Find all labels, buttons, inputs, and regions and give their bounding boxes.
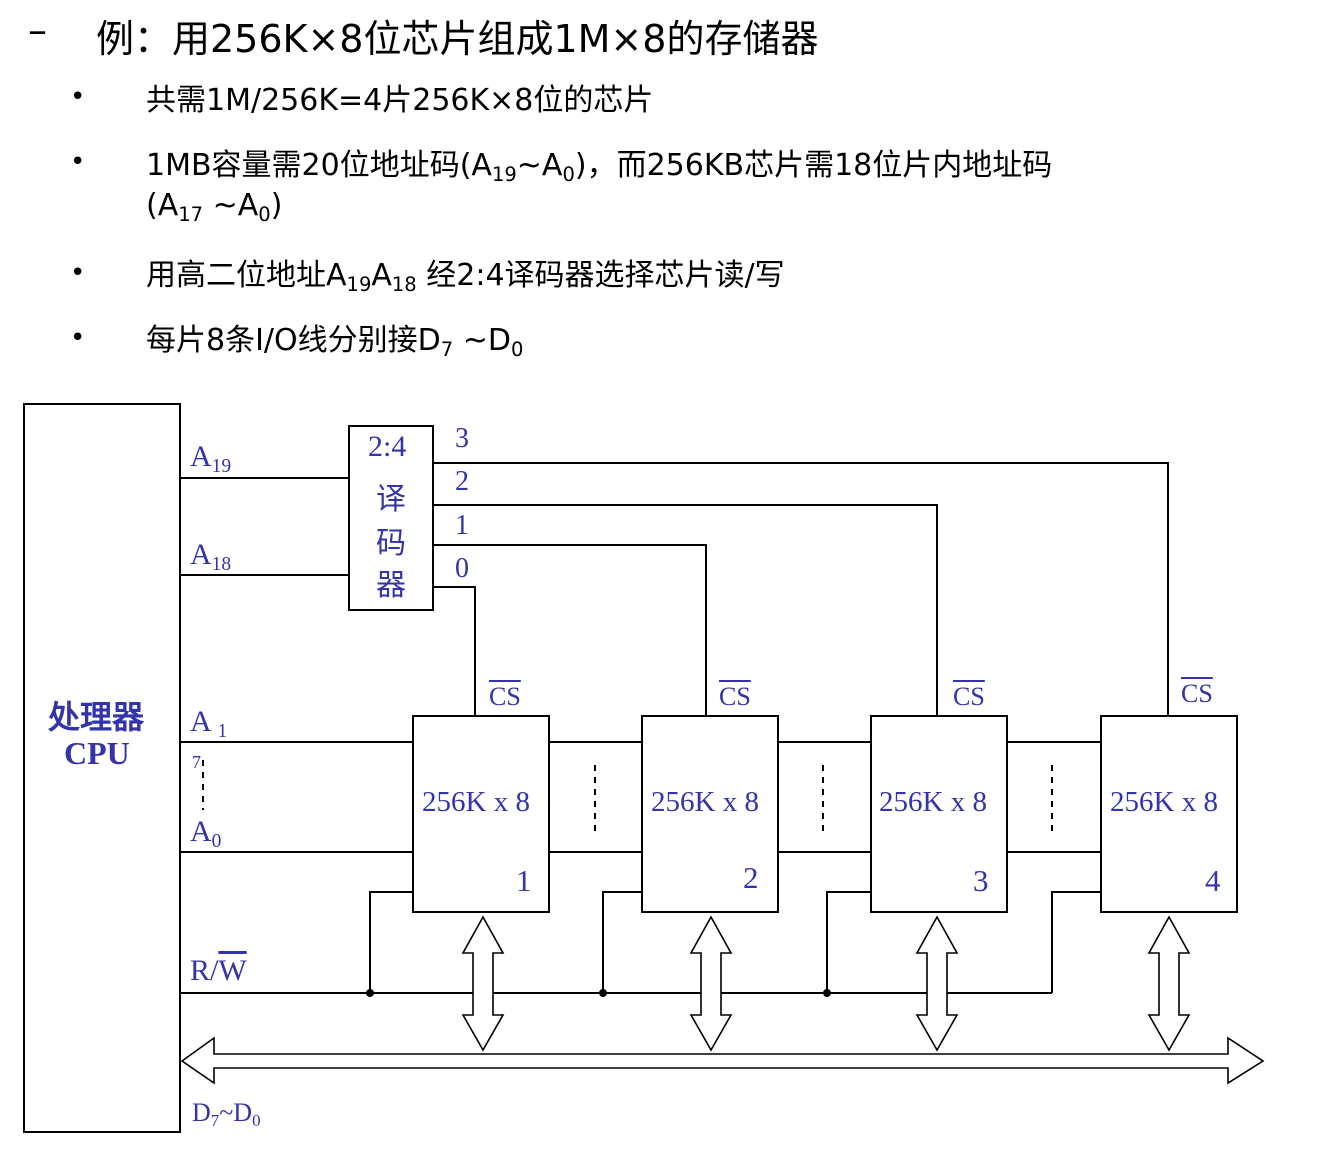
chip-1-label: 256K x 8 <box>422 786 530 818</box>
chip-1-box <box>412 715 550 913</box>
rw-junction-2 <box>599 989 607 997</box>
bullet-text-2-line2: (A17 ~A0) <box>146 188 283 226</box>
data-bus-arrow <box>180 1036 1265 1085</box>
chip-2-box <box>641 715 779 913</box>
bullet-dot-1: • <box>70 82 86 112</box>
chip-3-number: 3 <box>973 863 989 898</box>
a0-label: A0 <box>190 815 222 852</box>
decoder-output-2: 2 <box>455 466 469 497</box>
cpu-label-en: CPU <box>64 735 130 771</box>
bullet-dot-4: • <box>70 323 86 353</box>
chip-2-number: 2 <box>743 860 759 895</box>
chip-4-cs-label: CS <box>1181 679 1213 708</box>
bullet-text-3: 用高二位地址A19A18 经2:4译码器选择芯片读/写 <box>146 258 785 296</box>
a18-label: A18 <box>190 538 232 575</box>
a19-label: A19 <box>190 440 232 477</box>
slide-title: 例：用256K×8位芯片组成1M×8的存储器 <box>96 17 819 61</box>
title-dash: – <box>28 8 47 52</box>
cpu-box <box>23 403 181 1133</box>
chip-3-box <box>870 715 1008 913</box>
chip-2-label: 256K x 8 <box>651 786 759 818</box>
decoder-out-0-wire <box>433 586 476 716</box>
a17-label: A 1 <box>190 705 228 742</box>
chip-4-label: 256K x 8 <box>1110 786 1218 818</box>
decoder-box <box>348 425 434 611</box>
data-bus-label: D7~D0 <box>192 1098 261 1131</box>
rw-label: R/W <box>190 954 247 987</box>
decoder-output-3: 3 <box>455 423 469 454</box>
decoder-label-ma: 码 <box>376 526 406 561</box>
bullet-dot-2: • <box>70 147 86 177</box>
chip-4-box <box>1100 715 1238 913</box>
chip-4-number: 4 <box>1205 863 1221 898</box>
chip-2-cs-label: CS <box>719 682 751 711</box>
chip-1-number: 1 <box>516 863 532 898</box>
chip-3-cs-label: CS <box>953 682 985 711</box>
bullet-text-1: 共需1M/256K=4片256K×8位的芯片 <box>146 83 654 118</box>
decoder-output-1: 1 <box>455 510 469 541</box>
bullet-text-2-line1: 1MB容量需20位地址码(A19~A0)，而256KB芯片需18位片内地址码 <box>146 148 1053 186</box>
decoder-label-yi: 译 <box>376 482 406 517</box>
decoder-label-qi: 器 <box>376 568 406 603</box>
chip-1-cs-label: CS <box>489 682 521 711</box>
rw-junction-3 <box>823 989 831 997</box>
decoder-output-0: 0 <box>455 553 469 584</box>
rw-junction-1 <box>366 989 374 997</box>
decoder-out-3-wire <box>433 462 1169 716</box>
chip-3-label: 256K x 8 <box>879 786 987 818</box>
decoder-out-2-wire <box>433 504 938 716</box>
bullet-dot-3: • <box>70 258 86 288</box>
a17-label-sub7: 7 <box>192 752 201 772</box>
cpu-label-cn: 处理器 <box>48 698 145 736</box>
decoder-label-24: 2:4 <box>368 430 407 463</box>
decoder-out-1-wire <box>433 544 707 716</box>
bullet-text-4: 每片8条I/O线分别接D7 ~D0 <box>146 323 524 361</box>
